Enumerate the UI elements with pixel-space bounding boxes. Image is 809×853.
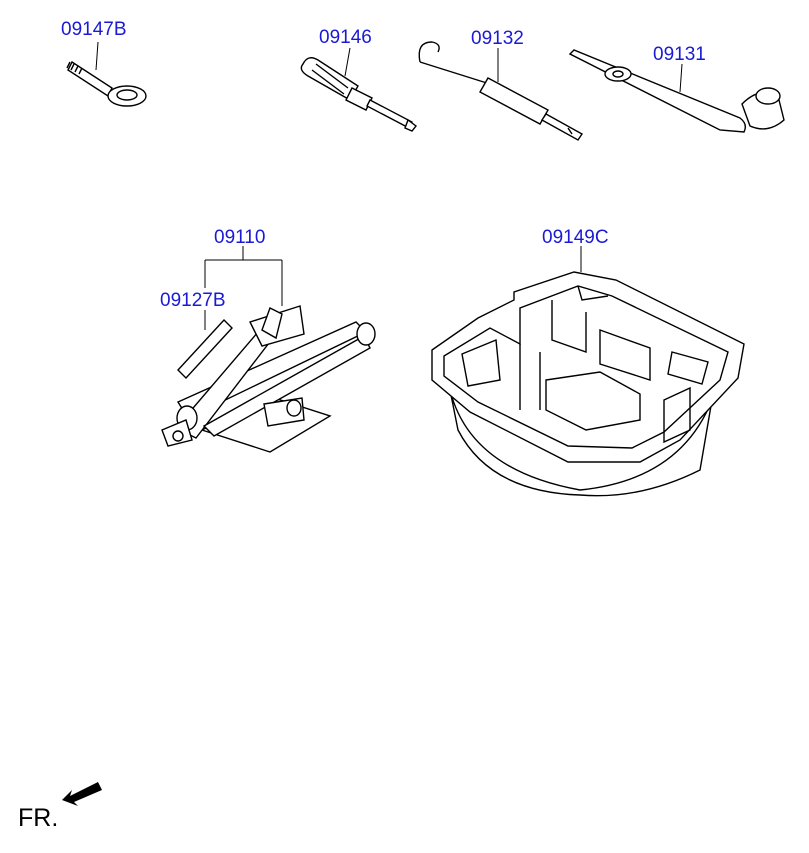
wrench-eye bbox=[604, 66, 632, 82]
leader-line bbox=[679, 63, 683, 93]
socket-opening bbox=[755, 87, 781, 105]
fr-arrow-icon bbox=[62, 782, 102, 806]
jack-saddle-notch bbox=[261, 307, 283, 340]
jack-crank-eye bbox=[161, 419, 193, 447]
tray-pocket-6 bbox=[667, 351, 709, 385]
tray-pocket-5 bbox=[461, 338, 501, 387]
hook-tool-drawing bbox=[418, 41, 584, 141]
part-label-eye-bolt[interactable]: 09147B bbox=[61, 19, 127, 40]
screwdriver-ferrule bbox=[345, 87, 373, 111]
wheel-wrench-drawing bbox=[568, 49, 785, 133]
tray-pocket-3 bbox=[599, 329, 651, 381]
hook-tip-mark bbox=[567, 127, 573, 135]
part-label-jack-label[interactable]: 09127B bbox=[160, 290, 226, 311]
wrench-eye-hole bbox=[612, 70, 624, 78]
part-label-jack-assembly[interactable]: 09110 bbox=[214, 227, 266, 248]
part-label-hook-tool[interactable]: 09132 bbox=[471, 28, 524, 49]
handle-grooves bbox=[311, 63, 349, 95]
tool-tray-drawing bbox=[431, 246, 745, 497]
eye-hole bbox=[116, 89, 138, 101]
bolt-shank bbox=[67, 60, 113, 98]
tray-body bbox=[431, 271, 745, 463]
jack-drawing bbox=[161, 305, 376, 453]
leader-line bbox=[344, 47, 351, 77]
jack-leaders bbox=[204, 246, 283, 330]
tray-pocket-7 bbox=[663, 386, 691, 444]
hook-end bbox=[418, 41, 440, 63]
jack-pivot-right bbox=[356, 322, 376, 346]
part-label-screwdriver[interactable]: 09146 bbox=[319, 27, 372, 48]
screwdriver-shaft bbox=[366, 99, 413, 129]
screwdriver-drawing bbox=[300, 47, 417, 132]
tray-rim bbox=[443, 285, 729, 449]
hook-grip bbox=[479, 77, 549, 125]
hook-rod bbox=[419, 61, 491, 85]
part-label-wheel-wrench[interactable]: 09131 bbox=[653, 44, 706, 65]
jack-arm-lower bbox=[202, 335, 371, 437]
tray-tab bbox=[577, 285, 609, 301]
tray-pocket-1 bbox=[551, 300, 587, 353]
bolt-thread bbox=[66, 61, 83, 75]
tray-pocket-2 bbox=[519, 344, 541, 410]
jack-lower-pin bbox=[286, 399, 302, 417]
crank-eye-hole bbox=[172, 430, 184, 442]
leader-line bbox=[95, 41, 99, 71]
front-direction-label: FR. bbox=[18, 804, 59, 832]
part-label-tool-tray[interactable]: 09149C bbox=[542, 227, 609, 248]
eye-ring bbox=[107, 85, 147, 107]
hook-shaft bbox=[540, 113, 584, 141]
tray-pocket-4 bbox=[545, 371, 641, 431]
eye-bolt-drawing bbox=[66, 41, 147, 107]
screwdriver-tip bbox=[404, 118, 417, 132]
jack-label-sheet bbox=[177, 318, 233, 380]
